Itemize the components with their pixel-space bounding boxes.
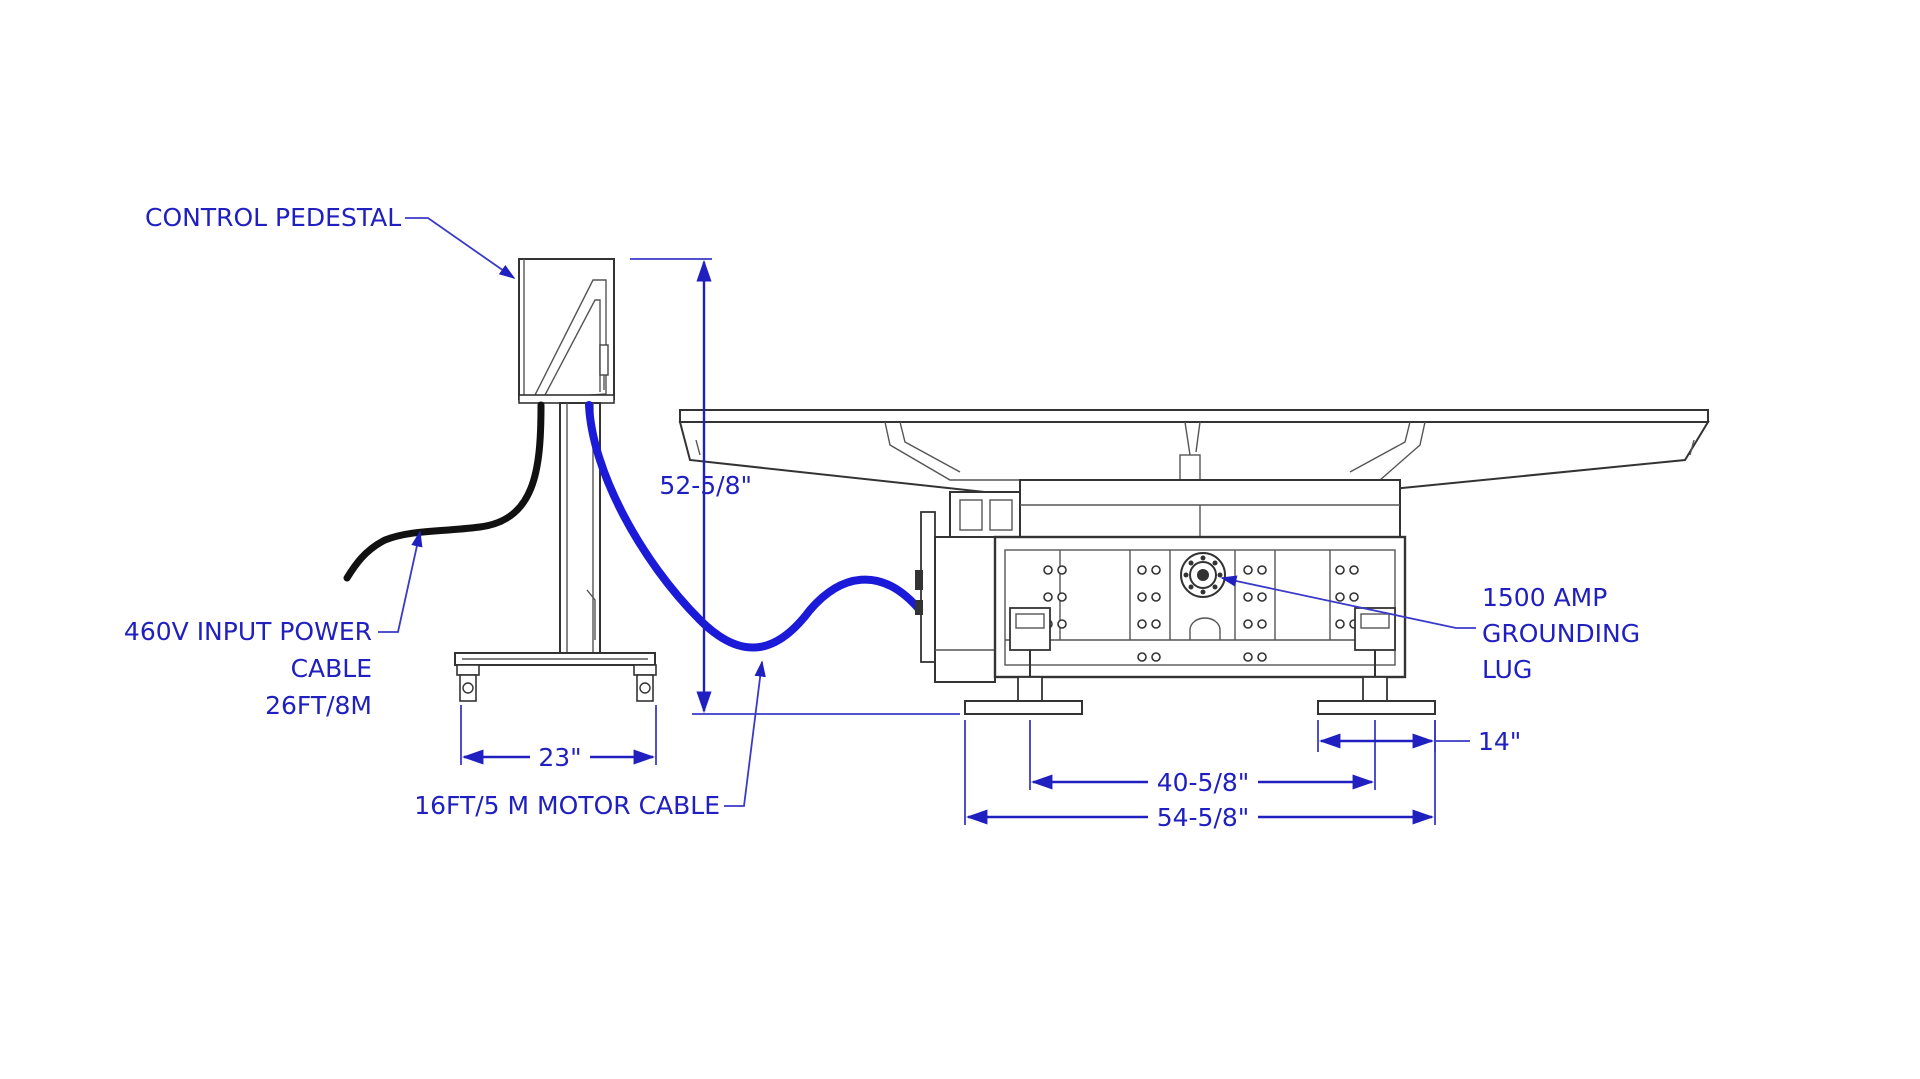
dimension-foot-centers-label: 40-5/8"	[1157, 768, 1250, 797]
dimension-foot-width-label: 14"	[1478, 727, 1521, 756]
grounding-label-line2: GROUNDING	[1482, 619, 1640, 648]
dimension-pedestal-base: 23"	[460, 705, 657, 772]
callout-input-power-cable: 460V INPUT POWER CABLE 26FT/8M	[124, 530, 423, 720]
callout-grounding-lug: 1500 AMP GROUNDING LUG	[1220, 575, 1640, 684]
leveling-foot-right	[1317, 607, 1436, 715]
dimension-height-label: 52-5/8"	[659, 471, 752, 500]
input-power-label-line2: CABLE	[291, 654, 372, 683]
dimension-height: 52-5/8"	[630, 258, 960, 715]
dimension-foot-width: 14"	[1317, 720, 1521, 756]
dimension-pedestal-base-label: 23"	[538, 743, 581, 772]
dimension-overall-base: 54-5/8"	[964, 720, 1436, 832]
input-power-label-line1: 460V INPUT POWER	[124, 617, 372, 646]
motor-cable-label: 16FT/5 M MOTOR CABLE	[414, 791, 720, 820]
dimension-foot-centers: 40-5/8"	[1029, 720, 1376, 797]
callout-motor-cable: 16FT/5 M MOTOR CABLE	[414, 660, 766, 820]
input-power-label-line3: 26FT/8M	[265, 691, 372, 720]
leveling-foot-left	[964, 607, 1083, 715]
control-pedestal-label: CONTROL PEDESTAL	[145, 203, 401, 232]
control-pedestal	[454, 258, 657, 702]
callout-control-pedestal: CONTROL PEDESTAL	[145, 203, 516, 279]
dimension-overall-base-label: 54-5/8"	[1157, 803, 1250, 832]
input-power-cable	[343, 401, 545, 582]
grounding-label-line1: 1500 AMP	[1482, 583, 1607, 612]
grounding-label-line3: LUG	[1482, 655, 1532, 684]
grounding-lug	[1180, 552, 1226, 598]
motor-cable	[585, 401, 922, 652]
positioner-machine	[678, 409, 1710, 683]
